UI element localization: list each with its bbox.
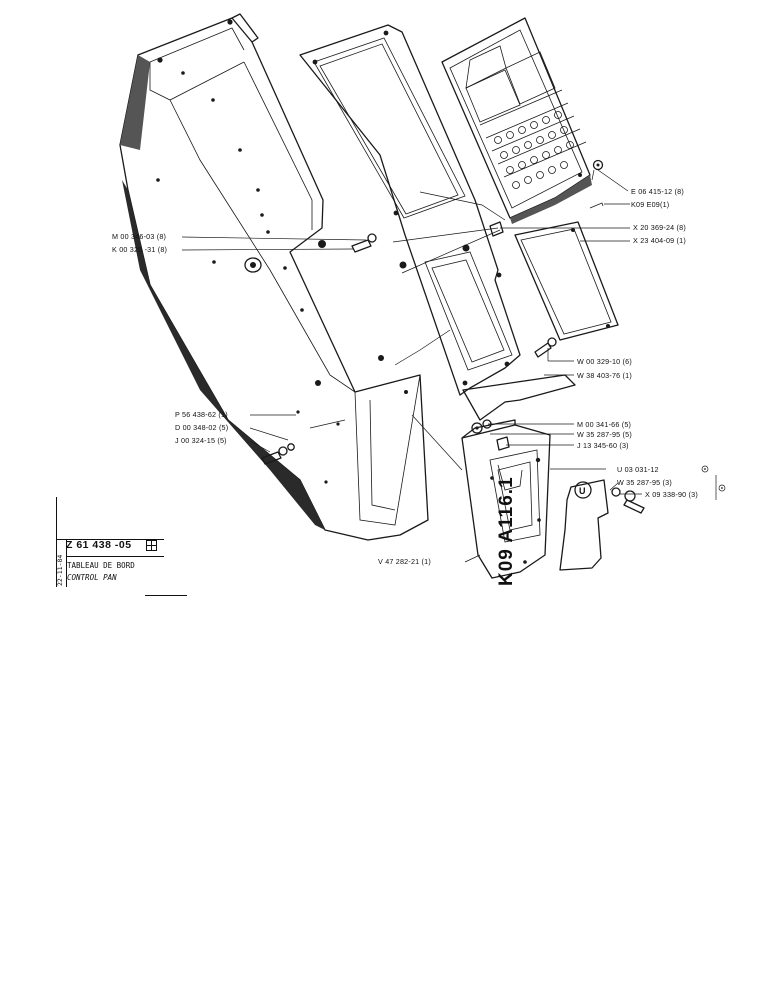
label-v47: V 47 282-21 (1) (378, 557, 431, 566)
label-x20: X 20 369-24 (8) (633, 223, 686, 232)
label-k00: K 00 325 -31 (8) (112, 245, 167, 254)
circle-dot-symbol (718, 484, 726, 492)
label-j00: J 00 324-15 (5) (175, 436, 227, 445)
title-block-rule (56, 539, 164, 541)
label-m00346: M 00 346-03 (8) (112, 232, 166, 241)
screw-x20 (489, 221, 504, 237)
label-d00: D 00 348-02 (5) (175, 423, 228, 432)
title-french: TABLEAU DE BORD (67, 561, 135, 570)
bolt-j00 (261, 443, 295, 465)
u-badge-letter: U (579, 486, 586, 496)
title-block-rule (66, 539, 68, 587)
label-w35a: W 35 287-95 (5) (577, 430, 632, 439)
label-w35b: W 35 287-95 (3) (617, 478, 672, 487)
sheet-code: K09 A116.1 (496, 476, 517, 586)
fasteners (261, 159, 645, 514)
bolt-m00346 (351, 233, 377, 253)
sheet-reference: Z 61 438 -05 (66, 539, 132, 551)
leader-lines (181, 169, 717, 563)
label-k09: K09 E09(1) (631, 200, 669, 209)
title-block-rule (145, 595, 187, 596)
screw-x09 (611, 487, 645, 514)
instrument-frame (299, 24, 576, 421)
circle-dot-symbol (701, 465, 709, 473)
title-english: CONTROL PAN (67, 573, 117, 582)
title-block-rule (66, 556, 164, 557)
title-block-rule (56, 497, 58, 587)
bolt-w00 (534, 337, 557, 358)
title-block: Z 61 438 -05 TABLEAU DE BORD CONTROL PAN (56, 539, 186, 591)
rear-cover-plate (514, 221, 619, 341)
label-x09: X 09 338-90 (3) (645, 490, 698, 499)
label-w38: W 38 403-76 (1) (577, 371, 632, 380)
screw-e06 (591, 159, 604, 181)
label-u03: U 03 031-12 (617, 465, 659, 474)
label-m00341: M 00 341-66 (5) (577, 420, 631, 429)
label-w00: W 00 329-10 (6) (577, 357, 632, 366)
clip-j13 (496, 436, 510, 451)
label-x23: X 23 404-09 (1) (633, 236, 686, 245)
console-housing (119, 13, 429, 541)
grid-box-icon (146, 540, 157, 551)
part-labels: E 06 415-12 (8) K09 E09(1) X 20 369-24 (… (112, 187, 726, 566)
label-e06: E 06 415-12 (8) (631, 187, 684, 196)
label-j13: J 13 345-60 (3) (577, 441, 629, 450)
instrument-cluster (441, 17, 592, 224)
u-decal: U (559, 479, 609, 571)
label-p56: P 56 438-62 (1) (175, 410, 228, 419)
